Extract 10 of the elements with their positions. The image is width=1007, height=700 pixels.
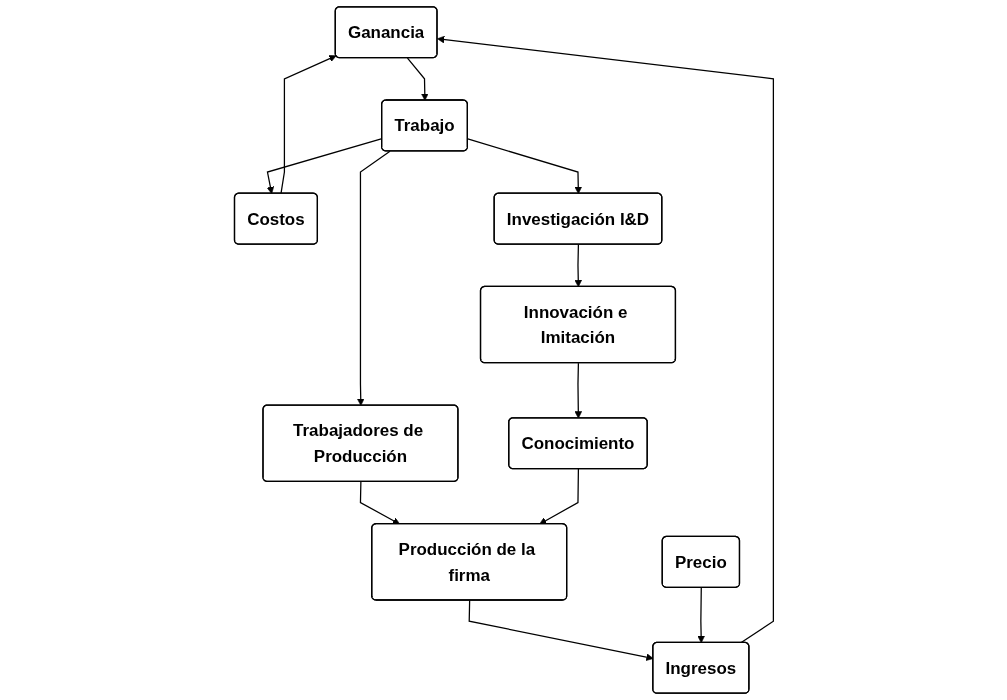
arrow: [359, 481, 400, 525]
arrow: [406, 57, 429, 101]
arrow: [356, 150, 391, 406]
arrow: [538, 468, 579, 525]
arrow: [574, 362, 582, 419]
arrow: [697, 587, 705, 644]
arrow: [574, 243, 582, 288]
arrow: [466, 138, 582, 194]
arrow: [436, 35, 774, 644]
arrow: [279, 55, 337, 195]
